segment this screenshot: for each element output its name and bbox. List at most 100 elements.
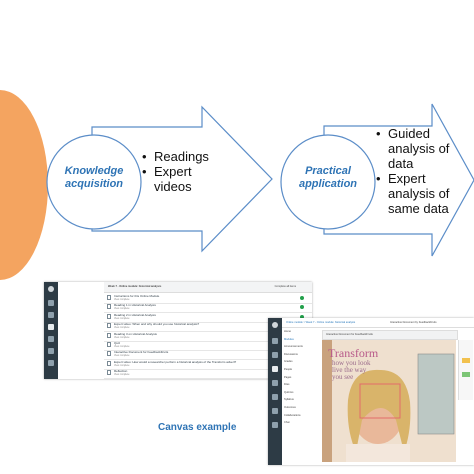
- stage2-label: Practical application: [284, 165, 372, 191]
- stage2-bullet-analysis-of-1: analysis of: [388, 140, 450, 156]
- module-header: Week 7 - Online module: historical analy…: [104, 282, 312, 293]
- course-menu-item[interactable]: Discussions: [284, 352, 298, 356]
- ad-tagline-2: live the way: [332, 366, 367, 374]
- complete-check-icon: [300, 314, 304, 319]
- page-icon: [107, 360, 111, 366]
- help-icon[interactable]: [272, 422, 278, 428]
- module-item-status: View complete: [114, 326, 130, 330]
- module-item-status: View complete: [114, 316, 130, 320]
- course-menu-item[interactable]: Modules: [284, 337, 294, 341]
- doc-title-bar: Interactive Document for FeedbackFruits: [322, 330, 458, 340]
- course-menu-item[interactable]: People: [284, 368, 293, 371]
- ad-tagline-1: how you look: [332, 359, 371, 367]
- module-item-status: View complete: [114, 354, 130, 358]
- stage1-bullet-videos: videos: [154, 178, 192, 194]
- stage2-label-line1: Practical: [305, 165, 351, 177]
- module-item-status: View complete: [114, 373, 130, 377]
- doc-topbar: Online module > Week 7 - Online module: …: [282, 318, 474, 328]
- dashboard-icon[interactable]: [48, 312, 54, 318]
- stage2-bullet-guided: Guided: [376, 126, 449, 142]
- course-menu-item[interactable]: Syllabus: [284, 398, 294, 402]
- module-item-title[interactable]: Quiz: [114, 341, 121, 345]
- course-menu-item[interactable]: Files: [284, 383, 290, 387]
- module-item-status: View complete: [114, 363, 130, 367]
- account-icon[interactable]: [272, 338, 278, 344]
- inbox-icon[interactable]: [272, 394, 278, 400]
- modules-panel: Week 7 - Online module: historical analy…: [104, 282, 312, 379]
- module-item-title[interactable]: Instructions for this Online Module: [114, 294, 160, 298]
- advert-photo: [322, 340, 456, 462]
- page-icon: [107, 370, 111, 376]
- module-item-title[interactable]: Interactive Document for FeedbackFruits: [114, 350, 169, 355]
- module-item-status: View complete: [114, 335, 130, 339]
- canvas-global-nav: [44, 282, 58, 379]
- module-item-title[interactable]: Reading 3 on Historical Analysis: [114, 331, 157, 336]
- calendar-icon[interactable]: [272, 380, 278, 386]
- page-icon: [107, 304, 111, 310]
- orange-semicircle: [0, 90, 48, 280]
- module-item-status: View complete: [114, 307, 130, 311]
- stage1-bullet-readings: Readings: [142, 149, 209, 165]
- module-item-title[interactable]: Reflection: [114, 369, 128, 374]
- comments-sidebar: [458, 340, 473, 400]
- canvas-global-nav-2: [268, 318, 282, 465]
- stage1-bullet-expert: Expert: [142, 164, 209, 180]
- history-icon[interactable]: [272, 408, 278, 414]
- course-menu-item[interactable]: Home: [284, 330, 291, 333]
- course-menu-item[interactable]: Quizzes: [284, 390, 294, 394]
- page-icon: [107, 351, 111, 357]
- complete-check-icon: [300, 296, 304, 300]
- stage2-label-line2: application: [298, 178, 358, 191]
- knowledge-acquisition-circle: [46, 134, 142, 230]
- transform-advert-image: Transform how you look live the way you …: [322, 340, 456, 462]
- courses-icon[interactable]: [48, 324, 54, 330]
- module-item-title[interactable]: Reading 1 in Historical Analysis: [114, 303, 156, 308]
- course-menu-item[interactable]: Announcements: [284, 345, 303, 349]
- ad-headline: Transform: [328, 346, 379, 360]
- doc-header-right: Interactive Document by FeedbackFruits: [390, 321, 437, 324]
- comment-marker[interactable]: [462, 372, 470, 377]
- course-menu-item[interactable]: Collaborations: [284, 413, 301, 417]
- course-menu-item[interactable]: Pages: [284, 375, 292, 379]
- page-icon: [107, 342, 111, 347]
- inbox-icon[interactable]: [48, 348, 54, 354]
- dashboard-icon[interactable]: [272, 352, 278, 358]
- stage1-bullets: Readings Expert videos: [142, 149, 209, 195]
- help-icon[interactable]: [48, 360, 54, 366]
- stage2-bullet-data: data: [388, 155, 414, 171]
- canvas-logo-icon: [272, 322, 278, 328]
- module-item-title[interactable]: Reading 2 in Historical Analysis: [114, 312, 156, 317]
- module-item-title[interactable]: Expert video: How would a researcher per…: [114, 359, 237, 364]
- practical-application-circle: [280, 134, 376, 230]
- module-item-title[interactable]: Expert video: When and why should you us…: [114, 322, 200, 327]
- ad-tagline: how you look live the way you see: [332, 360, 371, 381]
- ad-tagline-3: you see: [332, 373, 354, 381]
- canvas-document-screenshot: Online module > Week 7 - Online module: …: [268, 318, 474, 465]
- module-item-status: View complete: [114, 298, 130, 301]
- courses-icon[interactable]: [272, 366, 278, 372]
- complete-check-icon: [300, 305, 304, 310]
- page-icon: [107, 332, 111, 338]
- stage1-label: Knowledge acquisition: [50, 165, 138, 191]
- course-menu-item[interactable]: Grades: [284, 360, 293, 364]
- stage1-label-line2: acquisition: [64, 178, 124, 191]
- module-item-status: View complete: [114, 345, 130, 348]
- comment-marker[interactable]: [462, 358, 470, 363]
- stage2-bullet-same-data: same data: [388, 200, 449, 216]
- doc-breadcrumb[interactable]: Online module > Week 7 - Online module: …: [286, 321, 356, 324]
- stage2-bullet-expert: Expert: [376, 171, 449, 187]
- account-icon[interactable]: [48, 300, 54, 306]
- doc-title: Interactive Document for FeedbackFruits: [326, 333, 373, 336]
- page-icon: [107, 323, 111, 329]
- page-icon: [107, 295, 111, 300]
- course-menu-item[interactable]: Outcomes: [284, 406, 296, 409]
- course-menu-item[interactable]: Chat: [284, 421, 290, 425]
- calendar-icon[interactable]: [48, 336, 54, 342]
- canvas-modules-screenshot: Week 7 - Online module: historical analy…: [44, 282, 312, 379]
